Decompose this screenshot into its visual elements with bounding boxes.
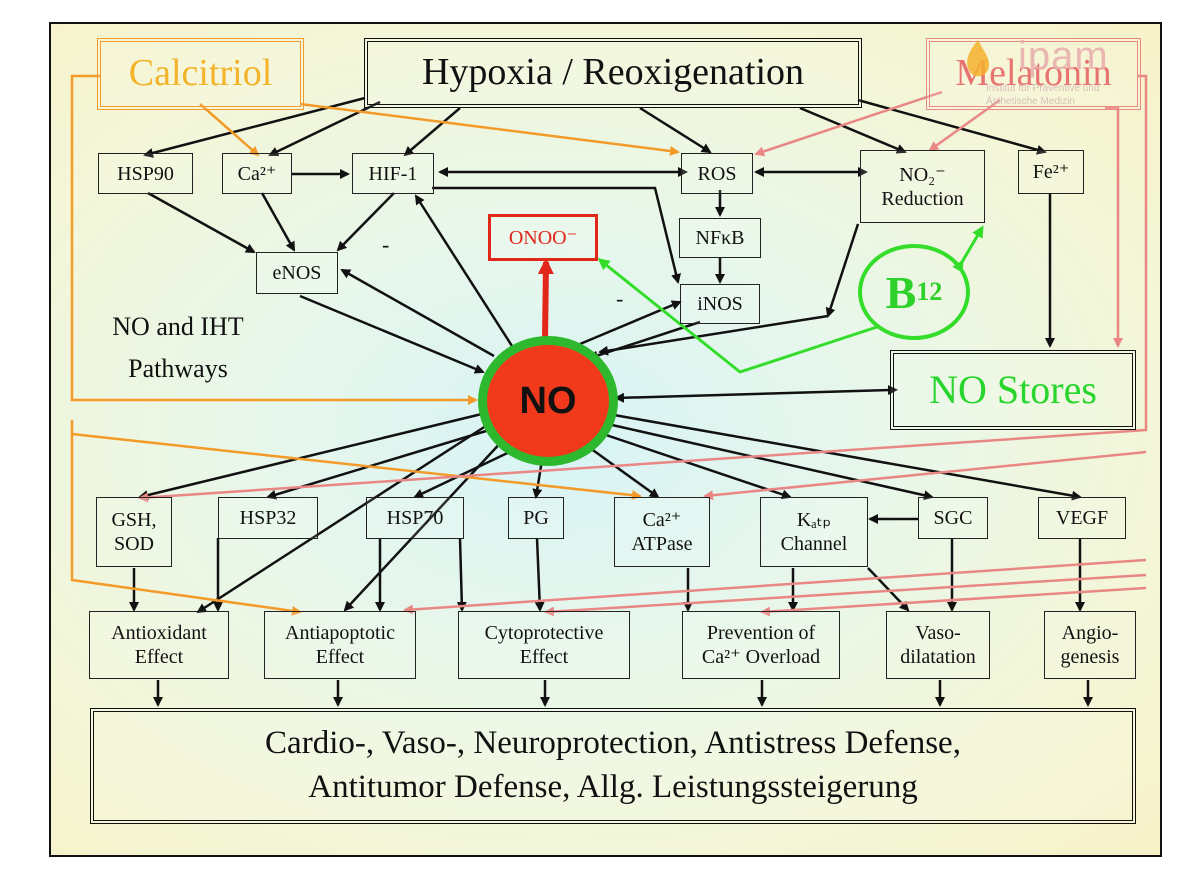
logo-flame-icon <box>967 40 990 77</box>
edge-mel-prev <box>760 586 1147 617</box>
node-hsp70: HSP70 <box>366 497 464 539</box>
edge-no-hsp32 <box>266 426 497 500</box>
node-cytoprotective-effect: Cytoprotective Effect <box>458 611 630 679</box>
edge-no-enos <box>340 268 495 358</box>
outcome-box: Cardio-, Vaso-, Neuroprotection, Antistr… <box>90 708 1136 824</box>
edge-no-stores <box>614 385 898 403</box>
edge-mel-antiapop <box>403 558 1147 615</box>
pathway-label: NO and IHT Pathways <box>112 312 244 383</box>
hypoxia-box: Hypoxia / Reoxigenation <box>364 38 862 108</box>
watermark-sub: Institut für Präventive und Ästhetische … <box>986 83 1100 107</box>
node-antiapoptotic-effect: Antiapoptotic Effect <box>264 611 416 679</box>
node-gsh-sod: GSH, SOD <box>96 497 172 567</box>
edge-no-onoo <box>537 258 554 341</box>
node-pg: PG <box>508 497 564 539</box>
edge-calc-antiapop <box>70 420 302 616</box>
node-vasodilatation: Vaso- dilatation <box>886 611 990 679</box>
edge-no2-no <box>598 314 829 356</box>
edge-hsp90-enos <box>147 191 256 254</box>
edge-hif-inos <box>432 186 681 284</box>
edge-no-katp <box>605 433 792 500</box>
node-antioxidant-effect: Antioxidant Effect <box>89 611 229 679</box>
node-ca-atpase: Ca²⁺ ATPase <box>614 497 710 567</box>
node-angiogenesis: Angio- genesis <box>1044 611 1136 679</box>
edge-no-ca-atpase <box>589 446 660 499</box>
node-inos: iNOS <box>680 284 760 324</box>
node-sgc: SGC <box>918 497 988 539</box>
edge-mel-atpase <box>703 450 1147 501</box>
node-vegf: VEGF <box>1038 497 1126 539</box>
edge-pg-cyto <box>534 537 545 612</box>
node-hsp90: HSP90 <box>98 153 193 194</box>
edge-hypoxia-ros <box>639 106 712 154</box>
node-ca2: Ca²⁺ <box>222 153 292 194</box>
node-onoo: ONOO⁻ <box>488 214 598 261</box>
node-katp-channel: Kₐₜₚ Channel <box>760 497 868 567</box>
edge-no-inos <box>579 300 682 346</box>
edge-no2-path <box>825 223 860 318</box>
edge-inos-no <box>588 320 701 361</box>
watermark-main: ipam <box>1018 34 1109 78</box>
edge-no-pg <box>532 459 544 499</box>
edge-mel-stores <box>1105 106 1123 348</box>
edge-no-antiox <box>196 420 493 614</box>
node-no: NO <box>478 336 618 466</box>
edge-no-hsp70 <box>413 446 519 499</box>
edge-no-gsh <box>138 410 491 500</box>
node-fe2: Fe²⁺ <box>1018 150 1084 194</box>
edge-hypoxia-no2 <box>799 106 907 154</box>
edge-hypoxia-hif <box>403 107 461 157</box>
node-no2-reduction: NO₂⁻ Reduction <box>860 150 985 223</box>
node-ros: ROS <box>681 153 753 194</box>
edge-calc-ros <box>299 102 680 156</box>
node-hif1: HIF-1 <box>352 153 434 194</box>
edge-mel-cyto <box>544 573 1147 617</box>
edge-calc-atpase <box>71 432 642 501</box>
b12-subscript: 12 <box>916 277 943 306</box>
edge-ca-enos <box>260 192 296 252</box>
edge-calc-no <box>70 74 478 405</box>
edge-enos-no <box>299 294 485 374</box>
edge-calc-ca <box>199 103 260 157</box>
edge-no-sgc <box>611 423 934 501</box>
edge-mel-ros <box>754 90 943 157</box>
edge-no-vegf <box>613 413 1082 501</box>
node-nfkb: NFκB <box>679 218 761 258</box>
edge-no-hif <box>414 194 514 347</box>
node-prevention-overload: Prevention of Ca²⁺ Overload <box>682 611 840 679</box>
edge-hsp70-cyto <box>456 537 467 612</box>
node-hsp32: HSP32 <box>218 497 318 539</box>
node-no-stores: NO Stores <box>890 350 1136 430</box>
diagram-frame <box>49 22 1162 857</box>
edge-b12-no2 <box>952 225 984 273</box>
ipam-watermark: ipam Institut für Präventive und Ästheti… <box>948 34 1158 114</box>
edge-b12-onoo <box>597 258 881 374</box>
edge-hif-enos <box>336 192 395 252</box>
edge-mel-gsh <box>138 74 1148 503</box>
node-enos: eNOS <box>256 252 338 294</box>
minus-sign-inos: - <box>616 286 624 311</box>
minus-sign-hif: - <box>382 232 390 257</box>
b12-letter: B <box>885 266 917 318</box>
melatonin-box: Melatonin <box>926 38 1141 110</box>
calcitriol-box: Calcitriol <box>97 38 304 110</box>
